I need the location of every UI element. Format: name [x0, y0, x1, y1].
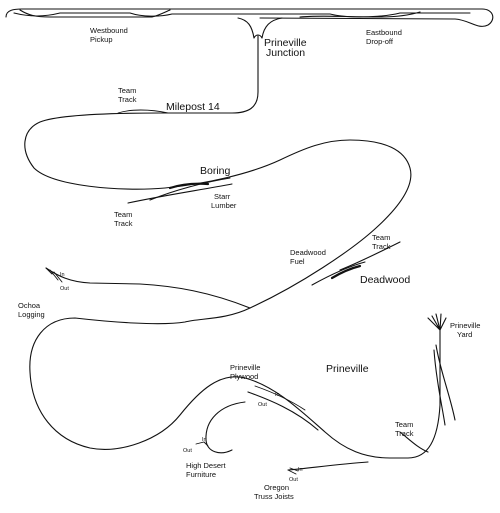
label-high-desert-furniture-2: Furniture — [186, 470, 216, 479]
label-team-track-prineville: Team — [395, 420, 413, 429]
label-starr-lumber: Starr — [214, 192, 231, 201]
label-starr-lumber-2: Lumber — [211, 201, 237, 210]
deadwood-passing — [330, 264, 362, 280]
label-boring: Boring — [200, 165, 231, 177]
top-staging-side — [19, 9, 421, 18]
label-oregon-truss-joists: Oregon — [264, 483, 289, 492]
main-line — [24, 54, 441, 459]
prineville-yard-fan — [427, 313, 456, 426]
label-team-track-deadwood-2: Track — [372, 242, 391, 251]
label-deadwood: Deadwood — [360, 274, 410, 286]
furniture-out-label: Out — [183, 448, 192, 454]
prineville-plywood-spur-2 — [254, 385, 306, 411]
top-staging-track — [5, 8, 494, 27]
label-team-track-upper: Team — [118, 86, 136, 95]
high-desert-spur — [195, 441, 209, 447]
furniture-in-label: In — [202, 437, 207, 443]
label-prineville-plywood-2: Plywood — [230, 372, 258, 381]
label-deadwood-fuel: Deadwood — [290, 248, 326, 257]
label-high-desert-furniture: High Desert — [186, 461, 227, 470]
label-prineville: Prineville — [326, 363, 369, 375]
in-out-markers: In Out In Out In Out In Out — [60, 272, 303, 483]
ochoa-out-label: Out — [60, 286, 69, 292]
label-prineville-junction: Prineville — [264, 37, 307, 49]
label-eastbound-dropoff: Eastbound — [366, 28, 402, 37]
label-deadwood-fuel-2: Fuel — [290, 257, 305, 266]
milepost-spur — [117, 109, 169, 114]
label-ochoa-logging-2: Logging — [18, 310, 45, 319]
plywood-out-label: Out — [258, 402, 267, 408]
label-milepost: Milepost 14 — [166, 101, 220, 113]
label-oregon-truss-joists-2: Truss Joists — [254, 492, 294, 501]
label-prineville-junction-2: Junction — [266, 47, 305, 59]
label-team-track-boring: Team — [114, 210, 132, 219]
label-ochoa-logging: Ochoa — [18, 301, 41, 310]
ochoa-spur — [45, 267, 251, 309]
truss-in-label: In — [298, 467, 303, 473]
deadwood-fuel-spur — [311, 261, 366, 286]
junction-wye — [237, 17, 283, 56]
boring-team-track — [127, 183, 233, 204]
prineville-team-spur — [399, 431, 429, 453]
boring-passing — [168, 182, 210, 190]
track-lines — [5, 8, 494, 475]
deadwood-team-spur — [339, 241, 401, 271]
ochoa-spur-fan — [45, 267, 63, 283]
label-team-track-deadwood: Team — [372, 233, 390, 242]
label-westbound-pickup: Westbound — [90, 26, 128, 35]
station-labels: Westbound Pickup Prineville Junction Eas… — [18, 26, 480, 501]
ochoa-in-label: In — [60, 272, 65, 278]
plywood-in-label: In — [275, 392, 280, 398]
truss-out-label: Out — [289, 477, 298, 483]
label-prineville-yard: Prineville — [450, 321, 480, 330]
prineville-plywood-spur — [247, 391, 319, 431]
high-desert-loop — [205, 401, 246, 454]
label-eastbound-dropoff-2: Drop-off — [366, 37, 394, 46]
label-westbound-pickup-2: Pickup — [90, 35, 113, 44]
label-team-track-boring-2: Track — [114, 219, 133, 228]
label-prineville-yard-2: Yard — [457, 330, 472, 339]
label-team-track-upper-2: Track — [118, 95, 137, 104]
label-team-track-prineville-2: Track — [395, 429, 414, 438]
label-prineville-plywood: Prineville — [230, 363, 260, 372]
oregon-truss-spur-fan — [287, 467, 299, 475]
